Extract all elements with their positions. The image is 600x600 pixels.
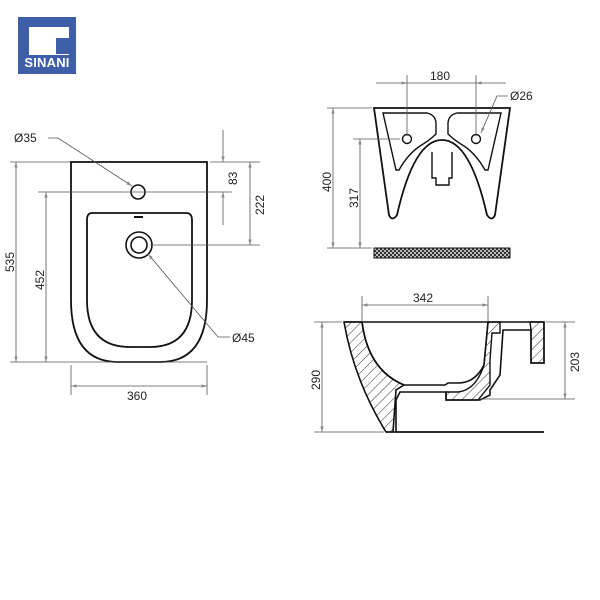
dim-400: 400: [320, 172, 334, 192]
dim-535: 535: [3, 252, 17, 272]
side-back-hatch: [529, 321, 545, 364]
dim-290: 290: [309, 370, 323, 390]
dim-222: 222: [253, 195, 267, 215]
dim-203: 203: [568, 352, 582, 372]
side-left-wall-hatch: [343, 321, 406, 433]
dim-360: 360: [127, 389, 147, 403]
logo-blue-inset: [56, 38, 76, 54]
rear-view: 180 Ø26 400 317: [320, 69, 533, 259]
dim-452: 452: [33, 270, 47, 290]
logo-text: SINANI: [24, 55, 70, 70]
dim-342: 342: [413, 291, 433, 305]
rear-outline: [372, 107, 512, 220]
drain-inner: [130, 236, 148, 254]
floor-wall-hatch: [373, 247, 511, 259]
dim-317: 317: [347, 188, 361, 208]
side-bowl-inner: [361, 321, 489, 386]
side-right-hatch: [445, 321, 501, 401]
label-tap-hole-diameter: Ø35: [14, 131, 37, 145]
side-outline: [344, 321, 545, 433]
dim-180: 180: [430, 69, 450, 83]
label-rear-hole-diameter: Ø26: [510, 89, 533, 103]
front-view: Ø35 Ø45 83 222 535 452 360: [3, 130, 267, 403]
sinani-logo: SINANI: [18, 17, 76, 74]
label-drain-diameter: Ø45: [232, 331, 255, 345]
front-bowl-outline: [86, 212, 193, 348]
dim-83: 83: [226, 171, 240, 185]
side-section-view: 342 290 203: [309, 291, 582, 433]
